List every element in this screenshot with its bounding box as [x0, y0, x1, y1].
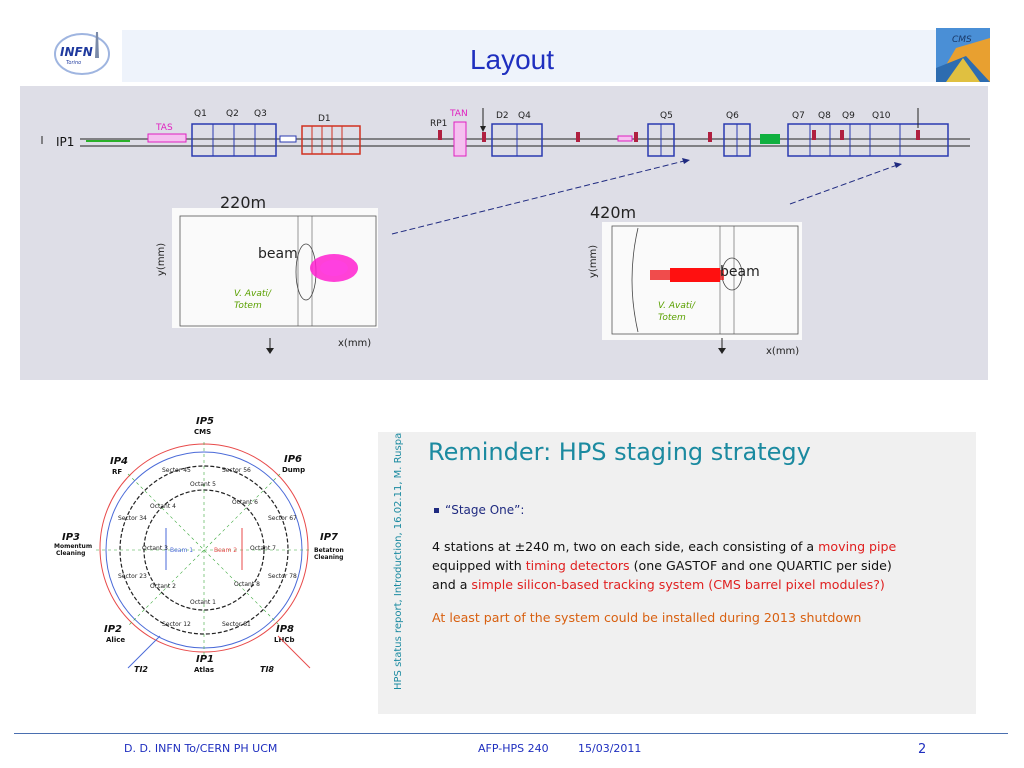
svg-text:Octant 5: Octant 5	[190, 481, 216, 488]
plot220-beam: beam	[258, 246, 298, 262]
svg-text:Alice: Alice	[106, 636, 125, 644]
svg-text:IP6: IP6	[284, 454, 302, 465]
reminder-panel	[378, 432, 976, 714]
reminder-title: Reminder: HPS staging strategy	[428, 438, 811, 466]
svg-text:V. Avati/: V. Avati/	[234, 289, 272, 299]
svg-text:Sector 34: Sector 34	[118, 515, 147, 522]
svg-text:D2: D2	[496, 111, 509, 121]
svg-text:TI8: TI8	[260, 665, 274, 674]
svg-text:y(mm): y(mm)	[588, 245, 599, 278]
svg-text:Q3: Q3	[254, 109, 267, 119]
footer-event: AFP-HPS 240	[478, 742, 549, 755]
svg-text:Sector 23: Sector 23	[118, 573, 147, 580]
svg-text:IP2: IP2	[104, 624, 122, 635]
footer-divider	[14, 733, 1008, 734]
svg-text:INFN: INFN	[60, 45, 93, 59]
svg-text:Betatron: Betatron	[314, 547, 344, 554]
stage-one-bullet: “Stage One”:	[434, 503, 524, 517]
svg-text:V. Avati/: V. Avati/	[658, 301, 696, 311]
beamline-panel: IP1 TAS Q1 Q2 Q3 D1 RP1 TAN D2 Q4	[20, 86, 988, 380]
svg-text:Beam 2: Beam 2	[214, 547, 237, 554]
svg-text:Q1: Q1	[194, 109, 207, 119]
svg-text:Q5: Q5	[660, 111, 673, 121]
svg-text:Octant 7: Octant 7	[250, 545, 276, 552]
svg-text:Q4: Q4	[518, 111, 531, 121]
bullet-icon	[434, 508, 439, 513]
slide-title: Layout	[469, 44, 555, 75]
svg-text:x(mm): x(mm)	[338, 338, 371, 349]
svg-text:Cleaning: Cleaning	[56, 550, 85, 557]
svg-text:x(mm): x(mm)	[766, 346, 799, 357]
svg-text:CMS: CMS	[952, 35, 972, 45]
svg-text:IP4: IP4	[110, 456, 128, 467]
svg-text:Beam 1: Beam 1	[170, 547, 193, 554]
svg-text:Q10: Q10	[872, 111, 891, 121]
svg-text:Octant 4: Octant 4	[150, 503, 176, 510]
svg-text:Octant 8: Octant 8	[234, 581, 260, 588]
svg-text:TAN: TAN	[449, 109, 468, 119]
svg-text:Octant 1: Octant 1	[190, 599, 216, 606]
svg-text:TAS: TAS	[155, 123, 173, 133]
svg-text:Q8: Q8	[818, 111, 831, 121]
plot420-beam: beam	[720, 264, 760, 280]
svg-text:IP5: IP5	[196, 416, 214, 427]
svg-text:Sector 12: Sector 12	[162, 621, 191, 628]
svg-text:Q9: Q9	[842, 111, 855, 121]
beamline-diagram: IP1 TAS Q1 Q2 Q3 D1 RP1 TAN D2 Q4	[41, 108, 970, 357]
svg-text:TI2: TI2	[134, 665, 148, 674]
footer-date: 15/03/2011	[578, 742, 642, 755]
svg-text:IP3: IP3	[62, 532, 80, 543]
svg-text:Cleaning: Cleaning	[314, 554, 343, 561]
side-caption: HPS status report, Introduction, 16.02.1…	[393, 432, 404, 690]
svg-text:RF: RF	[112, 468, 122, 476]
svg-text:Totem: Totem	[658, 313, 686, 323]
cms-logo: CMS	[936, 28, 990, 82]
svg-text:Totem: Totem	[234, 301, 262, 311]
svg-text:Momentum: Momentum	[54, 543, 92, 550]
svg-text:Sector 81: Sector 81	[222, 621, 251, 628]
svg-text:Octant 2: Octant 2	[150, 583, 176, 590]
svg-text:Dump: Dump	[282, 466, 305, 474]
stage-one-description: 4 stations at ±240 m, two on each side, …	[432, 539, 897, 592]
svg-text:IP7: IP7	[320, 532, 338, 543]
plot220-distance: 220m	[220, 193, 266, 212]
svg-text:CMS: CMS	[194, 428, 211, 436]
svg-text:Sector 67: Sector 67	[268, 515, 297, 522]
svg-text:Q7: Q7	[792, 111, 805, 121]
svg-text:Sector 45: Sector 45	[162, 467, 191, 474]
svg-text:Q2: Q2	[226, 109, 239, 119]
svg-text:IP8: IP8	[276, 624, 294, 635]
svg-text:Q6: Q6	[726, 111, 739, 121]
svg-text:Sector 56: Sector 56	[222, 467, 251, 474]
svg-text:LHCb: LHCb	[274, 636, 294, 644]
svg-text:IP1: IP1	[196, 654, 214, 665]
svg-text:Torino: Torino	[66, 60, 81, 66]
ip1-label: IP1	[56, 135, 74, 149]
footer-authors: D. D. INFN To/CERN PH UCM	[124, 742, 278, 755]
page-number: 2	[918, 742, 927, 757]
header-band	[122, 30, 982, 82]
infn-logo: INFN Torino	[54, 32, 110, 75]
svg-text:D1: D1	[318, 114, 331, 124]
svg-text:Sector 78: Sector 78	[268, 573, 297, 580]
installation-note: At least part of the system could be ins…	[432, 610, 862, 625]
svg-text:RP1: RP1	[430, 119, 447, 129]
svg-text:Octant 3: Octant 3	[142, 545, 168, 552]
lhc-ring-diagram: Beam 1 Beam 2 Octant 5 Octant 6 Octant 7…	[54, 416, 344, 674]
svg-text:y(mm): y(mm)	[156, 243, 167, 276]
svg-text:Octant 6: Octant 6	[232, 499, 258, 506]
plot420-distance: 420m	[590, 203, 636, 222]
svg-text:Atlas: Atlas	[194, 666, 214, 674]
